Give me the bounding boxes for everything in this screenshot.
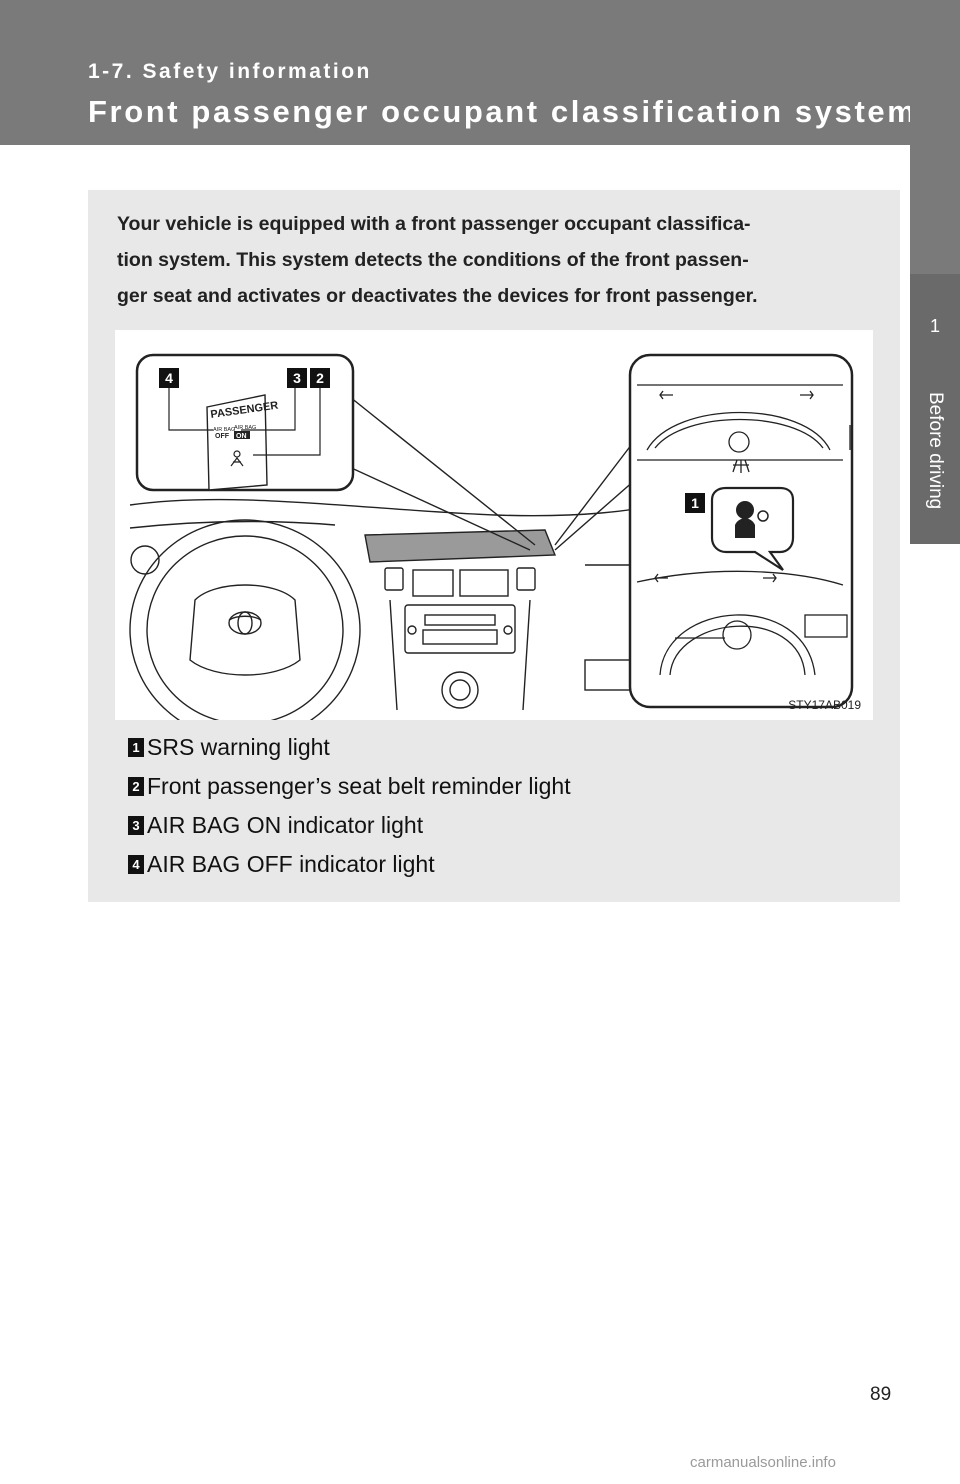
panel-airbag-on: ON	[236, 433, 247, 440]
page-number: 89	[870, 1384, 892, 1405]
legend-label: SRS warning light	[147, 734, 330, 760]
dashboard-illustration: PASSENGER AIR BAG OFF AIR BAG ON 4 3	[115, 330, 873, 720]
chapter-tab[interactable]: 1 Before driving	[910, 274, 960, 544]
callout-2: 2	[316, 370, 324, 386]
intro-line: ger seat and activates or deactivates th…	[117, 285, 758, 307]
dashboard-svg: PASSENGER AIR BAG OFF AIR BAG ON 4 3	[129, 353, 854, 720]
legend-number-badge: 3	[128, 816, 144, 835]
intro-line: tion system. This system detects the con…	[117, 249, 749, 271]
legend-item: 3 AIR BAG ON indicator light	[128, 806, 571, 845]
chapter-name: Before driving	[925, 392, 946, 510]
legend-label: Front passenger’s seat belt reminder lig…	[147, 773, 571, 799]
callout-1: 1	[691, 495, 699, 511]
content-box: Your vehicle is equipped with a front pa…	[88, 190, 900, 902]
legend-item: 1 SRS warning light	[128, 728, 571, 767]
section-label: 1-7. Safety information	[88, 60, 372, 83]
figure-code: STY17AB019	[788, 698, 861, 712]
legend-item: 4 AIR BAG OFF indicator light	[128, 845, 571, 884]
legend-number-badge: 2	[128, 777, 144, 796]
page-title: Front passenger occupant classification …	[88, 94, 918, 129]
intro-line: Your vehicle is equipped with a front pa…	[117, 213, 751, 235]
legend-label: AIR BAG ON indicator light	[147, 812, 424, 838]
legend-item: 2 Front passenger’s seat belt reminder l…	[128, 767, 571, 806]
legend-label: AIR BAG OFF indicator light	[147, 851, 435, 877]
page-header: 1-7. Safety information Front passenger …	[0, 0, 960, 145]
watermark: carmanualsonline.info	[690, 1454, 836, 1471]
panel-airbag-off-top: AIR BAG	[213, 427, 235, 433]
panel-airbag-off: OFF	[215, 433, 230, 440]
panel-airbag-on-top: AIR BAG	[234, 425, 256, 431]
legend-number-badge: 4	[128, 855, 144, 874]
legend-number-badge: 1	[128, 738, 144, 757]
intro-text: Your vehicle is equipped with a front pa…	[117, 206, 869, 314]
side-tab-upper	[910, 0, 960, 274]
gauge-cluster-callout: 1	[628, 353, 854, 709]
callout-4: 4	[165, 370, 173, 386]
passenger-panel-callout: PASSENGER AIR BAG OFF AIR BAG ON 4 3	[135, 353, 355, 492]
legend-list: 1 SRS warning light 2 Front passenger’s …	[128, 728, 571, 884]
chapter-number: 1	[929, 316, 940, 336]
callout-3: 3	[293, 370, 301, 386]
